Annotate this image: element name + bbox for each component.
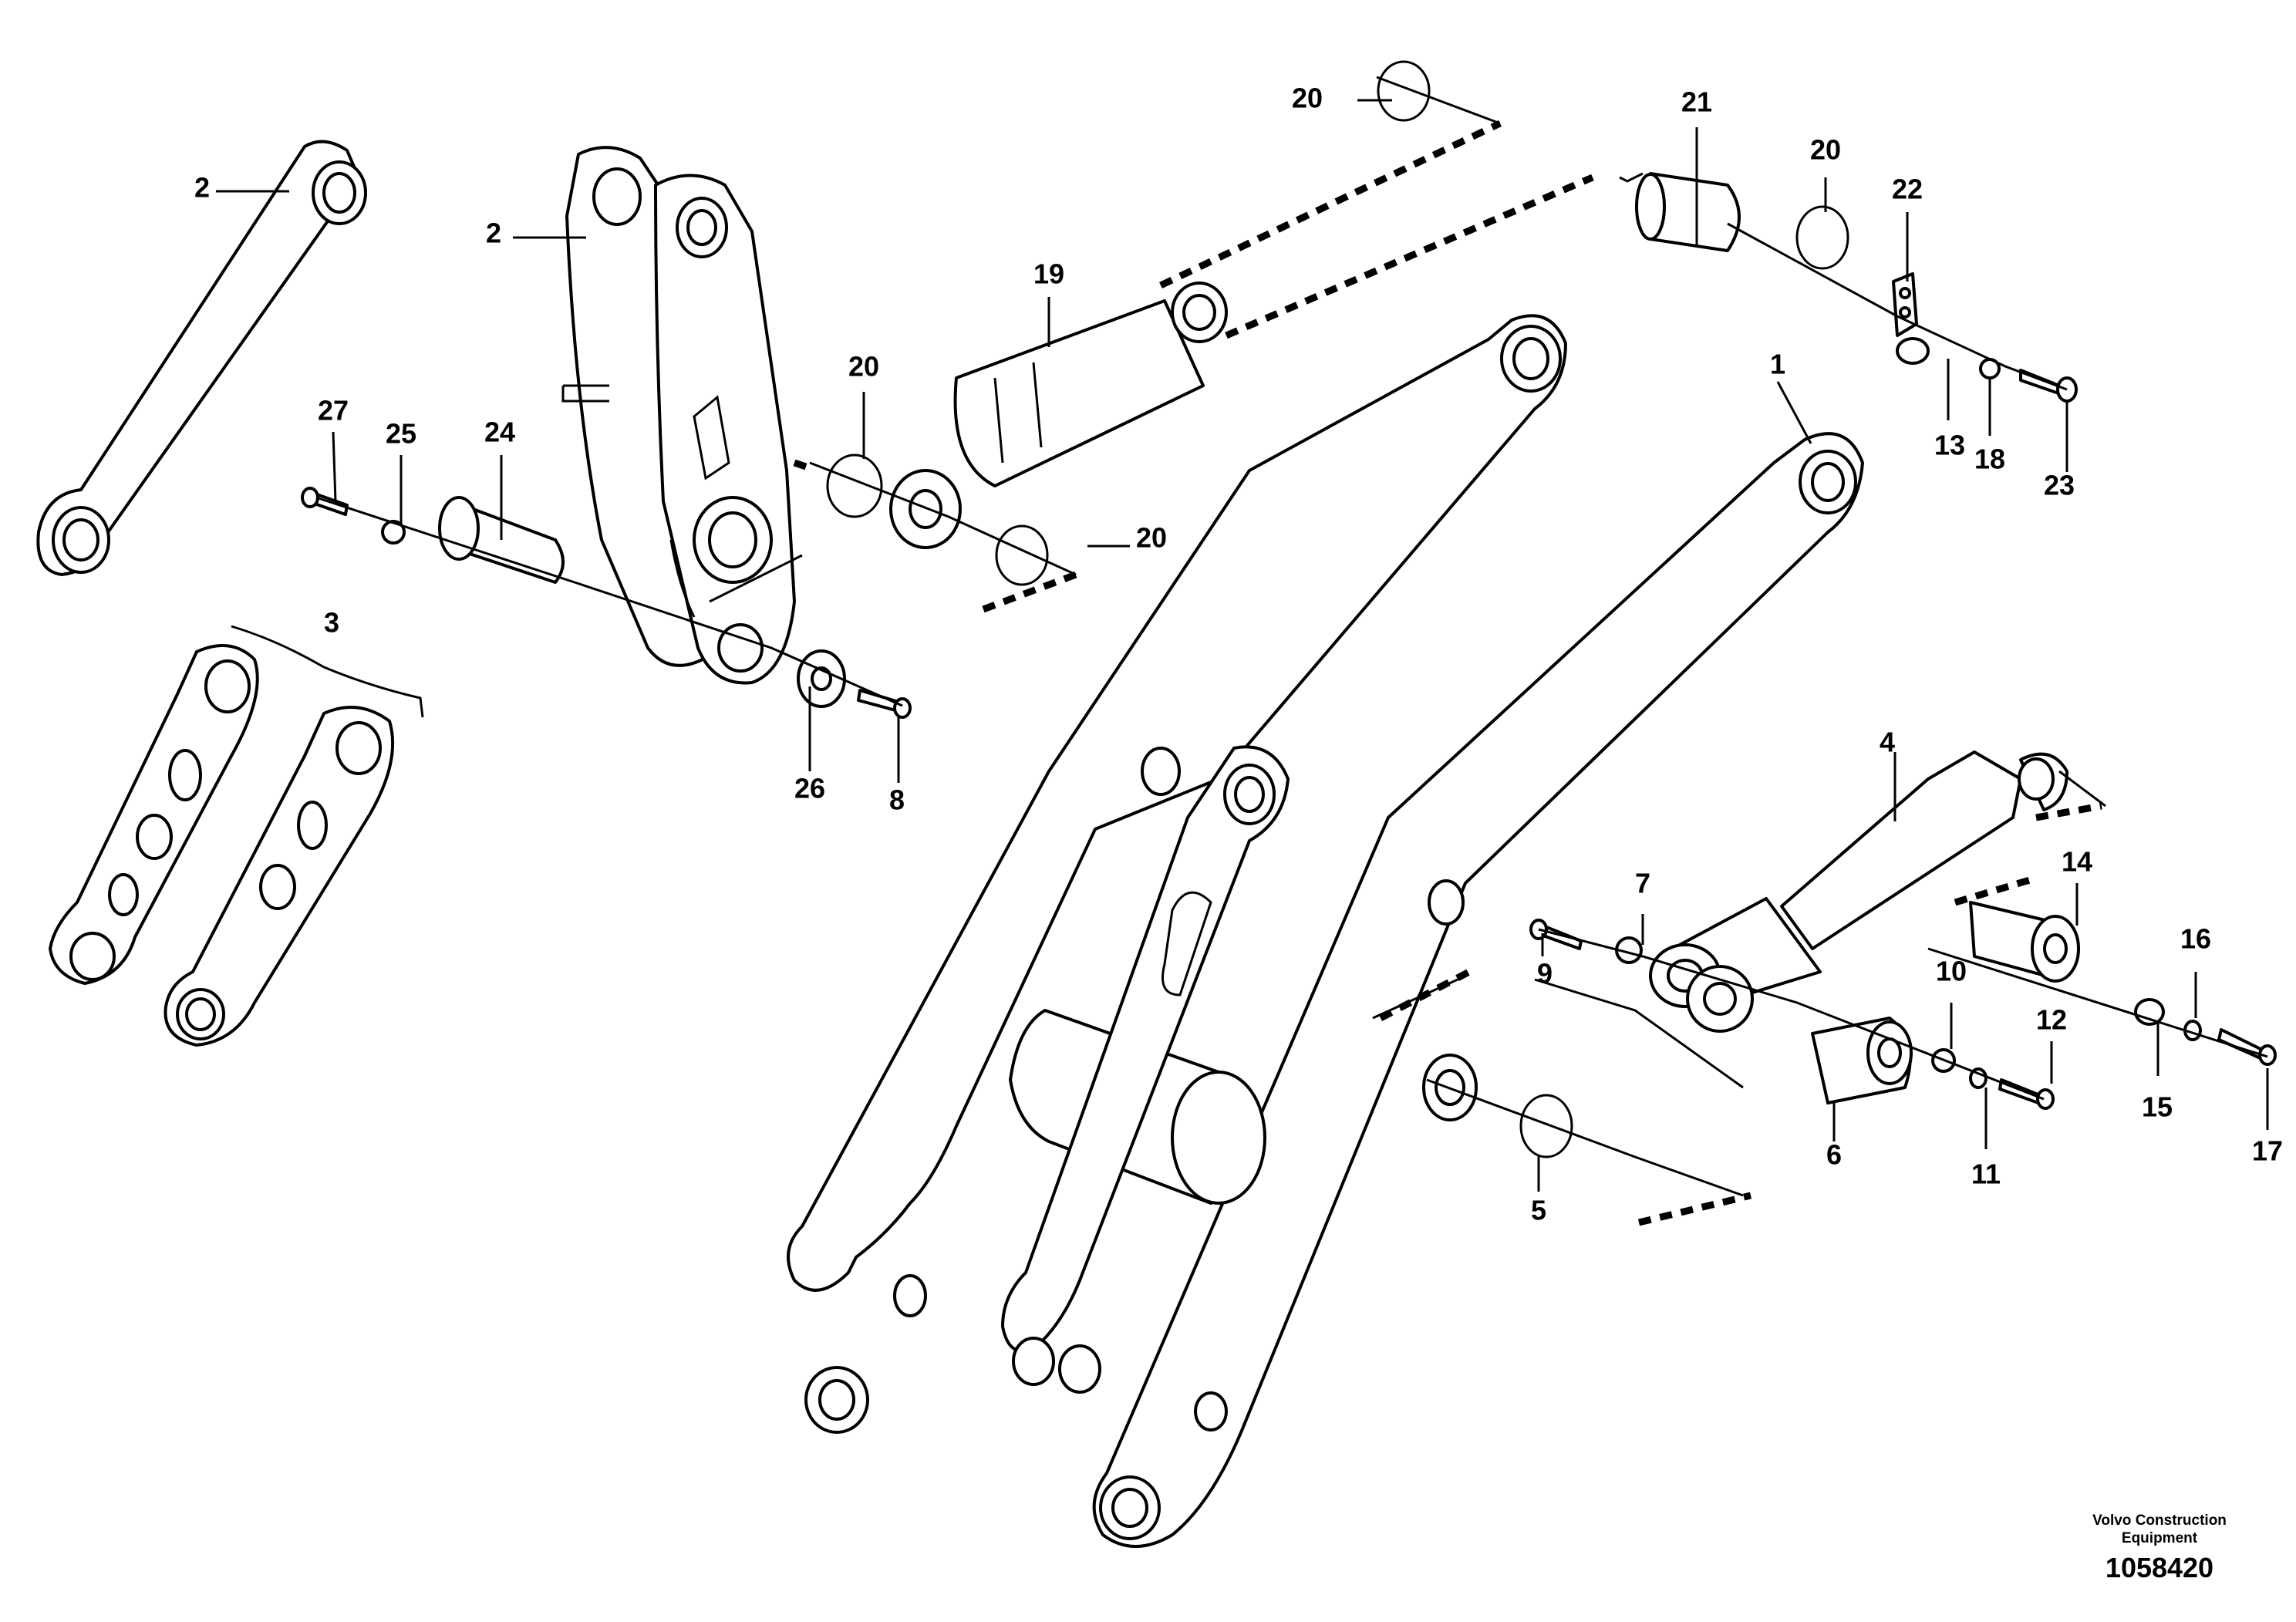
callout-6: 6 <box>1826 1139 1842 1171</box>
callout-27: 27 <box>318 395 349 427</box>
callout-2-single: 2 <box>194 172 210 204</box>
dashed-assembly-lines <box>793 120 2102 1226</box>
part-pin-14 <box>1969 901 2080 983</box>
callout-8: 8 <box>889 784 905 816</box>
part-bolt-17 <box>2217 1028 2277 1066</box>
callout-25: 25 <box>386 418 416 450</box>
callout-5: 5 <box>1531 1195 1546 1226</box>
assembly-axes <box>315 76 2268 1197</box>
part-lift-arm-1 <box>787 314 1864 1548</box>
part-pin-21 <box>1635 172 1741 252</box>
callout-14: 14 <box>2062 846 2092 878</box>
callout-24: 24 <box>484 416 515 448</box>
leader-lines <box>216 99 2269 1192</box>
callout-18: 18 <box>1974 443 2005 475</box>
drawing-number: 1058420 <box>2106 1552 2213 1583</box>
part-plate-22 <box>1892 272 1918 337</box>
callout-3: 3 <box>324 607 339 639</box>
callout-10: 10 <box>1936 956 1967 987</box>
callout-15: 15 <box>2142 1091 2173 1123</box>
callout-20-top: 20 <box>1292 83 1323 114</box>
part-washer-15 <box>2134 998 2165 1026</box>
callout-17: 17 <box>2252 1135 2283 1167</box>
part-washer-26 <box>797 649 846 708</box>
callout-21: 21 <box>1681 86 1712 118</box>
part-bolt-8 <box>857 689 912 719</box>
callout-22: 22 <box>1892 174 1923 205</box>
callout-26: 26 <box>794 773 825 804</box>
part-washer-11 <box>1969 1067 1988 1089</box>
callouts: 1 2 2 3 4 5 6 7 8 9 10 11 12 13 14 15 16… <box>194 83 2283 1226</box>
footer: Volvo Construction Equipment 1058420 <box>2092 1512 2227 1583</box>
callout-23: 23 <box>2044 470 2075 501</box>
part-cylinder-19 <box>889 282 1228 549</box>
part-spacer-25 <box>381 520 406 545</box>
part-link-2-single <box>36 140 367 576</box>
part-pin-6 <box>1811 1017 1913 1104</box>
callout-2-bracket: 2 <box>486 218 501 249</box>
callout-13: 13 <box>1934 430 1965 461</box>
callout-16: 16 <box>2180 923 2211 955</box>
callout-12: 12 <box>2036 1004 2067 1036</box>
part-cylinder-4 <box>1649 750 2068 1033</box>
callout-11: 11 <box>1971 1158 2001 1190</box>
part-pin-24 <box>438 496 565 584</box>
callout-1: 1 <box>1770 349 1785 380</box>
callout-20-mid: 20 <box>848 351 879 383</box>
callout-20-right: 20 <box>1810 134 1841 166</box>
part-link-2-bracket <box>561 146 796 685</box>
callout-9: 9 <box>1537 958 1553 990</box>
callout-19: 19 <box>1033 258 1064 290</box>
callout-7: 7 <box>1635 868 1650 899</box>
brand-line-2: Equipment <box>2122 1530 2198 1546</box>
callout-4: 4 <box>1880 727 1895 758</box>
part-link-3-pair <box>49 644 395 1047</box>
brand-line-1: Volvo Construction <box>2092 1512 2227 1529</box>
part-oring-20 <box>826 60 1849 1158</box>
callout-20-lower: 20 <box>1136 522 1167 554</box>
part-washer-13 <box>1896 337 1930 365</box>
